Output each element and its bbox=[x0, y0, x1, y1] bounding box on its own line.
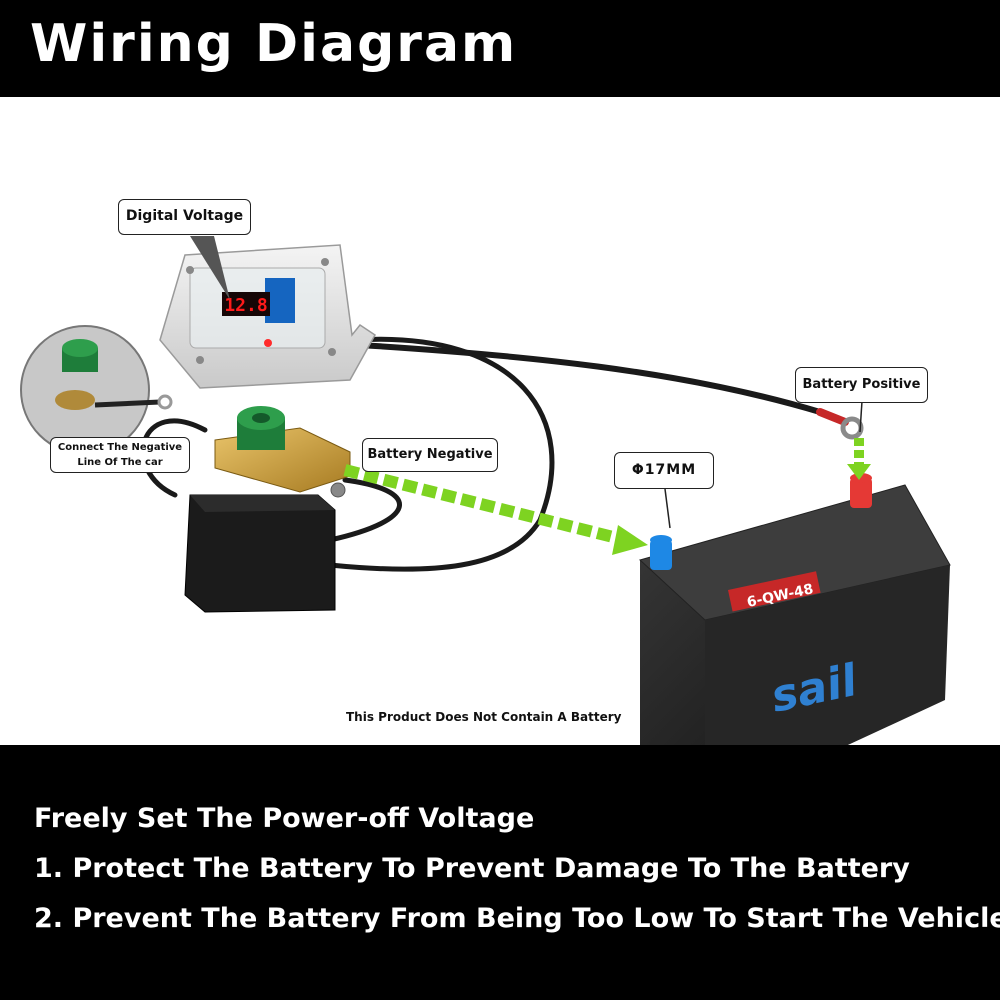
disconnect-switch bbox=[214, 406, 351, 498]
callout-connect-negative: Connect The Negative Line Of The car bbox=[50, 437, 190, 473]
controller-to-switch-cable bbox=[327, 477, 402, 543]
callout-connect-negative-line1: Connect The Negative bbox=[57, 442, 183, 453]
voltmeter-reading: 12.8 bbox=[224, 295, 267, 316]
page-title: Wiring Diagram bbox=[30, 14, 518, 74]
inset-photo bbox=[20, 325, 173, 455]
callout-connect-negative-line2: Line Of The car bbox=[77, 457, 163, 468]
car-battery: 6-QW-48 sail bbox=[639, 473, 951, 745]
footer-point-2: 2. Prevent The Battery From Being Too Lo… bbox=[34, 903, 1000, 934]
negative-arrow bbox=[343, 464, 627, 546]
positive-terminal-cap bbox=[850, 473, 872, 483]
positive-ring-terminal bbox=[816, 408, 864, 440]
green-arrows bbox=[343, 438, 871, 555]
negative-terminal-cap bbox=[650, 535, 672, 545]
wiring-scene: 12.8 6-QW-48 sail bbox=[20, 236, 951, 745]
footer-headline: Freely Set The Power-off Voltage bbox=[34, 803, 535, 834]
callout-digital-voltage: Digital Voltage bbox=[118, 199, 251, 235]
header-bar: Wiring Diagram bbox=[0, 0, 1000, 97]
callout-battery-negative: Battery Negative bbox=[362, 438, 498, 472]
negative-terminal bbox=[650, 540, 672, 570]
positive-terminal bbox=[850, 478, 872, 508]
footer-panel: Freely Set The Power-off Voltage 1. Prot… bbox=[0, 745, 1000, 1000]
meter-to-controller-cable bbox=[327, 336, 555, 572]
disclaimer-text: This Product Does Not Contain A Battery bbox=[346, 710, 622, 724]
callout-terminal-size: Φ17MM bbox=[614, 452, 714, 489]
negative-arrow-head bbox=[612, 525, 648, 555]
footer-point-1: 1. Protect The Battery To Prevent Damage… bbox=[34, 853, 910, 884]
controller-box bbox=[184, 494, 336, 613]
positive-arrow-head bbox=[847, 464, 871, 480]
positive-cable bbox=[357, 342, 823, 415]
callout-pointers bbox=[190, 236, 863, 529]
callout-battery-positive: Battery Positive bbox=[795, 367, 928, 403]
voltmeter-display bbox=[222, 292, 270, 316]
voltmeter-box: 12.8 bbox=[159, 244, 376, 389]
